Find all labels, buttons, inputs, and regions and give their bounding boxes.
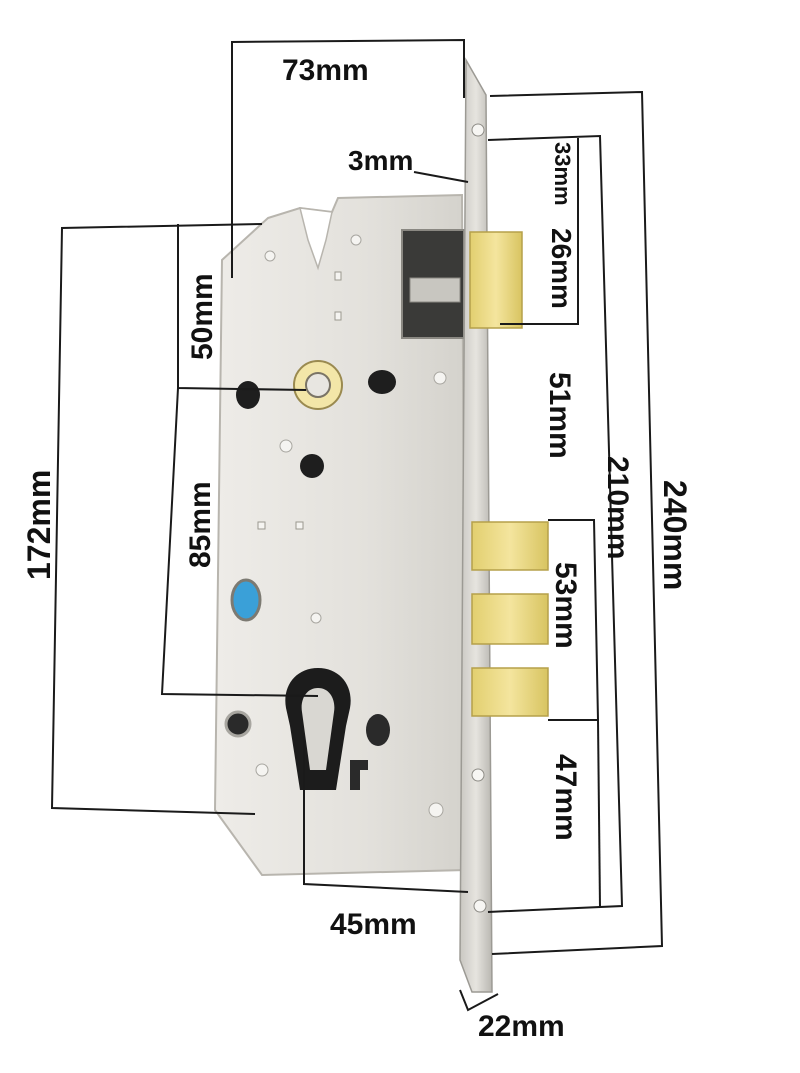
dim-line-53mm	[548, 519, 600, 721]
latch-spring	[409, 277, 461, 303]
label-22mm: 22mm	[478, 1010, 565, 1043]
fixing-hole-left	[236, 381, 260, 409]
dim-line-172mm	[50, 223, 263, 815]
rivet	[433, 371, 447, 385]
label-50mm: 50mm	[186, 273, 219, 360]
lock-body	[213, 193, 468, 877]
dim-line-47mm	[597, 719, 601, 909]
label-210mm: 210mm	[601, 456, 634, 559]
faceplate-screw-bottom	[471, 768, 485, 782]
spindle-star	[305, 372, 331, 398]
rivet	[310, 612, 322, 624]
label-53mm: 53mm	[549, 562, 582, 649]
label-47mm: 47mm	[549, 754, 582, 841]
dim-line-45mm	[303, 736, 469, 893]
dim-line-73mm	[231, 38, 465, 278]
blue-indicator	[230, 578, 262, 622]
deadbolt-upper	[471, 521, 549, 571]
deadbolt-lower	[471, 667, 549, 717]
rivet	[428, 802, 444, 818]
label-73mm: 73mm	[282, 54, 369, 87]
label-33mm: 33mm	[550, 142, 575, 206]
faceplate-screw-top	[471, 123, 485, 137]
label-26mm: 26mm	[546, 228, 577, 309]
bolts	[469, 231, 549, 717]
label-240mm: 240mm	[657, 480, 693, 590]
deadbolt-middle	[471, 593, 549, 645]
dimension-lines	[50, 38, 664, 1012]
rivet	[350, 234, 362, 246]
rivet	[279, 439, 293, 453]
label-3mm: 3mm	[348, 145, 413, 176]
dim-line-210mm	[487, 134, 624, 913]
case-top-notch	[299, 207, 333, 271]
faceplate-screw-lower	[473, 899, 487, 913]
lower-latch-mark	[350, 760, 368, 790]
label-172mm: 172mm	[21, 470, 57, 580]
small-slot	[295, 521, 304, 530]
rivet	[264, 250, 276, 262]
dim-line-240mm	[489, 90, 664, 955]
rivet	[255, 763, 269, 777]
small-slot	[257, 521, 266, 530]
cylinder-inner	[301, 688, 335, 770]
label-51mm: 51mm	[543, 372, 576, 459]
lower-hole-right	[366, 714, 390, 746]
lower-hole-left	[224, 710, 252, 738]
label-45mm: 45mm	[330, 908, 417, 941]
dim-line-3mm	[413, 171, 469, 183]
dim-line-22mm	[459, 989, 499, 1012]
small-slot	[334, 311, 342, 321]
dim-line-26mm	[500, 138, 579, 325]
label-85mm: 85mm	[184, 481, 217, 568]
dimension-labels: 73mm 3mm 33mm 26mm 51mm 210mm 240mm 53mm…	[21, 54, 693, 1043]
dim-line-85mm	[160, 387, 319, 697]
fixing-hole-middle	[300, 454, 324, 478]
fixing-hole-right	[368, 370, 396, 394]
latch-bolt	[469, 231, 523, 329]
small-slot	[334, 271, 342, 281]
